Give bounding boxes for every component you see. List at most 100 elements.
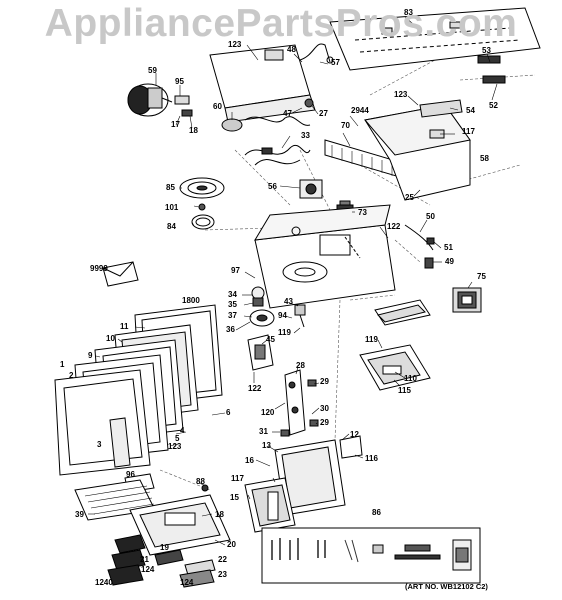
callout-70: 70 xyxy=(341,121,350,130)
callout-9: 9 xyxy=(88,351,93,360)
damper-bracket xyxy=(419,99,463,118)
callout-84: 84 xyxy=(167,222,176,231)
callout-53: 53 xyxy=(482,46,491,55)
installation-kit-box xyxy=(261,527,481,584)
callout-1240: 1240 xyxy=(95,578,113,587)
callout-124a: 124 xyxy=(141,565,155,574)
callout-1800: 1800 xyxy=(182,296,200,305)
callout-75: 75 xyxy=(477,272,486,281)
callout-117b: 117 xyxy=(231,474,244,483)
callout-119b: 119 xyxy=(365,335,378,344)
callout-123c: 123 xyxy=(168,442,182,451)
callout-97: 97 xyxy=(231,266,240,275)
thermal-cutout xyxy=(221,116,311,132)
callout-101: 101 xyxy=(165,203,179,212)
callout-12: 12 xyxy=(350,430,359,439)
callout-58: 58 xyxy=(480,154,489,163)
callout-115: 115 xyxy=(398,386,411,395)
callout-47: 47 xyxy=(283,109,292,118)
callout-123: 123 xyxy=(228,40,242,49)
turntable-coupling xyxy=(198,203,206,211)
base-plate xyxy=(374,299,431,326)
callout-19: 19 xyxy=(160,543,169,552)
callout-88: 88 xyxy=(196,477,205,486)
filter-clip xyxy=(201,484,209,492)
literature-envelope xyxy=(102,261,139,287)
callout-52: 52 xyxy=(489,101,498,110)
callout-95: 95 xyxy=(175,77,184,86)
callout-27: 27 xyxy=(319,109,328,118)
callout-54: 54 xyxy=(466,106,475,115)
callout-86: 86 xyxy=(372,508,381,517)
callout-36: 36 xyxy=(226,325,235,334)
callout-28: 28 xyxy=(296,361,305,370)
fuse-holder xyxy=(174,95,193,117)
callout-9999: 9999 xyxy=(90,264,108,273)
callout-3: 3 xyxy=(97,440,102,449)
callout-39: 39 xyxy=(75,510,84,519)
callout-35: 35 xyxy=(228,300,237,309)
callout-29: 29 xyxy=(320,377,329,386)
callout-31: 31 xyxy=(259,427,268,436)
callout-37: 37 xyxy=(228,311,237,320)
callout-15: 15 xyxy=(230,493,239,502)
callout-85: 85 xyxy=(166,183,175,192)
callout-2: 2 xyxy=(69,371,74,380)
grease-filter-tray xyxy=(129,494,231,556)
callout-49: 49 xyxy=(445,257,454,266)
oven-cavity xyxy=(254,204,396,309)
control-touchpad xyxy=(244,477,296,533)
outer-case xyxy=(364,104,471,201)
transformer xyxy=(452,287,482,313)
callout-60: 60 xyxy=(213,102,222,111)
callout-20: 20 xyxy=(227,540,236,549)
callout-33: 33 xyxy=(301,131,310,140)
callout-50: 50 xyxy=(426,212,435,221)
callout-leaders xyxy=(88,16,498,546)
top-bracket-assembly xyxy=(209,43,334,123)
grille-clips xyxy=(477,55,506,84)
callout-56: 56 xyxy=(268,182,277,191)
callout-23: 23 xyxy=(218,570,227,579)
control-panel-bracket xyxy=(339,435,363,459)
grease-filter-pair xyxy=(107,534,146,586)
top-vent-grille xyxy=(329,7,541,71)
callout-120: 120 xyxy=(261,408,275,417)
door-latch-assembly xyxy=(280,369,319,437)
art-number: (ART NO. WB12102 C2) xyxy=(405,582,488,591)
callout-11: 11 xyxy=(120,322,129,331)
callout-110: 110 xyxy=(404,374,417,383)
lamp-socket xyxy=(294,304,306,328)
callout-94: 94 xyxy=(278,311,287,320)
callout-18: 18 xyxy=(189,126,198,135)
callout-117: 117 xyxy=(462,127,475,136)
watermark-text: AppliancePartsPros.com xyxy=(44,2,518,45)
callout-59: 59 xyxy=(148,66,157,75)
hv-wiring xyxy=(404,224,435,269)
turntable-tray xyxy=(179,177,225,199)
callout-10: 10 xyxy=(106,334,115,343)
callout-123b: 123 xyxy=(394,90,408,99)
turntable-motor xyxy=(249,286,275,327)
charcoal-filter xyxy=(154,549,216,588)
callout-122: 122 xyxy=(387,222,401,231)
callout-13: 13 xyxy=(262,441,271,450)
callout-30: 30 xyxy=(320,404,329,413)
callout-25: 25 xyxy=(405,193,414,202)
callout-21: 21 xyxy=(140,555,149,564)
callout-1: 1 xyxy=(60,360,65,369)
callout-22: 22 xyxy=(218,555,227,564)
callout-34: 34 xyxy=(228,290,237,299)
callout-119: 119 xyxy=(278,328,291,337)
door-handle xyxy=(54,369,151,476)
fan-motor xyxy=(127,83,173,117)
callout-18b: 18 xyxy=(215,510,224,519)
callout-116: 116 xyxy=(365,454,378,463)
wire-harness xyxy=(244,145,311,166)
callout-124b: 124 xyxy=(180,578,194,587)
callout-16: 16 xyxy=(245,456,254,465)
bottom-pan xyxy=(359,344,431,391)
callout-73: 73 xyxy=(358,208,367,217)
callout-51: 51 xyxy=(444,243,453,252)
